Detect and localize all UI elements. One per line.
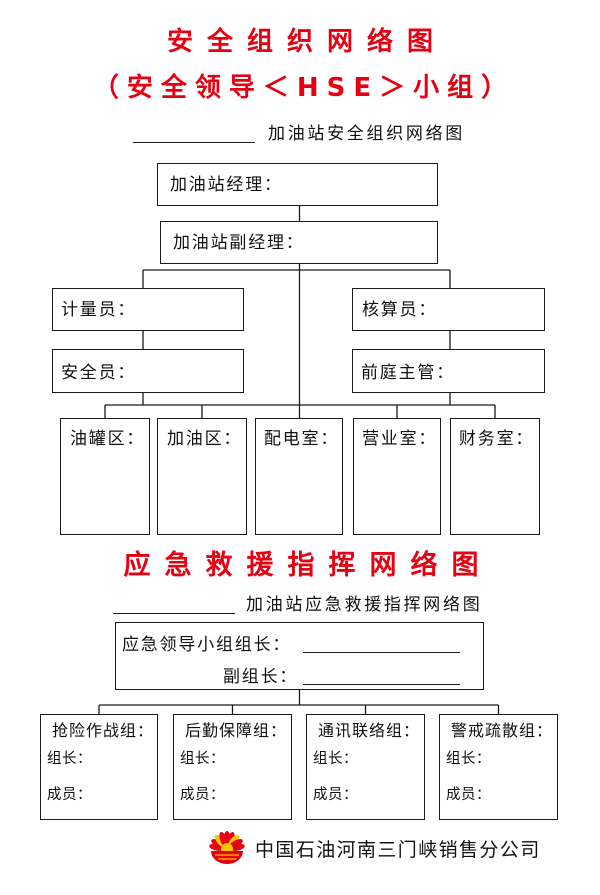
team-name: 通讯联络组： [318,721,421,740]
area-box: 营业室： [353,418,441,535]
emergency-leadership-box: 应急领导小组组长： 副组长： [115,622,484,690]
metering-clerk-label: 计量员： [61,300,137,320]
team-name: 警戒疏散组： [451,721,554,740]
area-box: 加油区： [157,418,247,535]
team-members-label: 成员： [180,787,225,803]
team-members-label: 成员： [446,787,491,803]
deputy-leader-label: 副组长： [223,667,299,687]
safety-officer-label: 安全员： [61,363,137,383]
area-label: 配电室： [264,429,340,449]
team-name: 抢险作战组： [52,721,155,740]
area-label: 营业室： [362,429,438,449]
safety-officer-box: 安全员： [52,349,244,393]
safety-org-title: 安全组织网络图 [166,27,447,57]
safety-org-subtitle: （安全领导＜HSE＞小组） [92,73,516,103]
station-name-blank [133,142,255,143]
cnpc-logo-icon [209,831,245,864]
deputy-leader-name-blank [303,684,460,685]
team-leader-label: 组长： [47,751,92,767]
safety-org-caption: 加油站安全组织网络图 [268,124,465,144]
area-box: 配电室： [255,418,343,535]
team-leader-label: 组长： [180,751,225,767]
emergency-org-caption: 加油站应急救援指挥网络图 [246,595,483,615]
accountant-label: 核算员： [362,300,438,320]
station-name-blank [113,613,235,614]
manager-box: 加油站经理： [157,163,438,206]
team-leader-label: 组长： [446,751,491,767]
forecourt-supervisor-label: 前庭主管： [361,363,455,383]
team-members-label: 成员： [313,787,358,803]
emergency-org-title: 应急救援指挥网络图 [123,550,493,581]
team-leader-label: 组长： [313,751,358,767]
team-members-label: 成员： [47,787,92,803]
forecourt-supervisor-box: 前庭主管： [352,349,545,393]
deputy-manager-box: 加油站副经理： [160,221,438,264]
team-box: 警戒疏散组： 组长： 成员： [439,714,558,820]
leader-name-blank [303,652,460,653]
area-label: 油罐区： [70,429,146,449]
leader-label: 应急领导小组组长： [122,635,292,655]
team-box: 抢险作战组： 组长： 成员： [40,714,158,820]
area-box: 财务室： [450,418,540,535]
accountant-box: 核算员： [352,288,545,331]
manager-label: 加油站经理： [170,175,283,195]
team-box: 后勤保障组： 组长： 成员： [173,714,292,820]
team-name: 后勤保障组： [185,721,288,740]
company-name: 中国石油河南三门峡销售分公司 [255,839,541,861]
area-label: 加油区： [167,429,243,449]
metering-clerk-box: 计量员： [52,288,244,331]
team-box: 通讯联络组： 组长： 成员： [306,714,425,820]
deputy-manager-label: 加油站副经理： [173,233,305,253]
area-label: 财务室： [459,429,535,449]
area-box: 油罐区： [60,418,150,535]
